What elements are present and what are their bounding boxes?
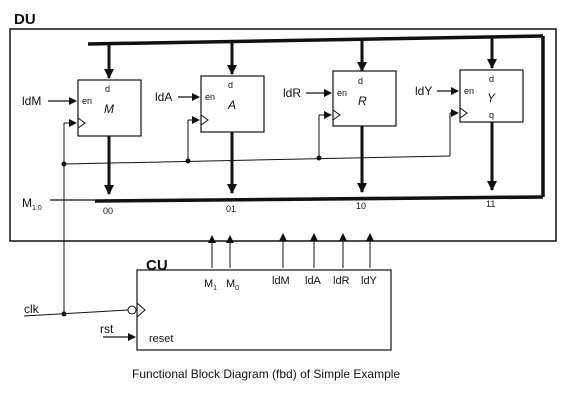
register-a-en: en bbox=[205, 92, 215, 102]
register-r-d: d bbox=[358, 76, 363, 86]
cu-out-ldy: ldY bbox=[361, 275, 378, 287]
clk-label: clk bbox=[24, 302, 40, 316]
top-bus bbox=[87, 34, 544, 46]
ldr-label: ldR bbox=[283, 86, 301, 100]
register-a-name: A bbox=[227, 98, 236, 112]
clk-junction-main bbox=[61, 311, 67, 317]
cu-out-lda: ldA bbox=[305, 275, 322, 287]
cu-out-m1: M1 bbox=[204, 278, 217, 292]
register-m: d en M bbox=[77, 79, 142, 137]
clk-input-wire bbox=[23, 309, 129, 317]
register-r-en: en bbox=[337, 88, 347, 98]
register-a: d en A bbox=[200, 75, 265, 133]
register-a-d: d bbox=[228, 80, 233, 90]
register-r: d en R bbox=[332, 70, 397, 127]
cu-box bbox=[136, 269, 392, 351]
cu-title: CU bbox=[146, 257, 168, 274]
cu-reset-label: reset bbox=[149, 333, 173, 345]
diagram-caption: Functional Block Diagram (fbd) of Simple… bbox=[132, 367, 400, 381]
clk-junction-3 bbox=[316, 155, 322, 161]
cu-clk-bubble bbox=[127, 305, 137, 315]
cu-out-ldr: ldR bbox=[333, 275, 350, 287]
register-r-name: R bbox=[358, 94, 367, 108]
bus-code-10: 10 bbox=[356, 201, 366, 211]
cu-out-m0: M0 bbox=[226, 278, 239, 292]
register-m-en: en bbox=[82, 96, 92, 106]
bus-code-11: 11 bbox=[486, 199, 495, 209]
register-y-d: d bbox=[489, 74, 494, 84]
register-y-name: Y bbox=[487, 91, 496, 105]
du-title: DU bbox=[14, 11, 36, 28]
ldy-label: ldY bbox=[415, 84, 432, 98]
clk-junction-1 bbox=[61, 161, 67, 167]
ldm-label: ldM bbox=[22, 94, 41, 108]
mux-select-label: M1:0 bbox=[22, 196, 42, 212]
register-y: d en Y q bbox=[459, 69, 524, 123]
register-m-d: d bbox=[105, 84, 110, 94]
cu-out-ldm: ldM bbox=[272, 275, 290, 287]
cu-clk-triangle bbox=[136, 302, 146, 318]
register-y-en: en bbox=[464, 86, 474, 96]
register-y-q: q bbox=[489, 110, 494, 120]
bus-code-00: 00 bbox=[103, 206, 113, 216]
bus-code-01: 01 bbox=[226, 204, 236, 214]
clk-junction-2 bbox=[185, 158, 191, 164]
register-m-name: M bbox=[104, 102, 114, 116]
rst-label: rst bbox=[100, 322, 114, 336]
clk-branch bbox=[63, 155, 451, 165]
lda-label: ldA bbox=[155, 90, 172, 104]
bottom-bus bbox=[94, 195, 544, 203]
